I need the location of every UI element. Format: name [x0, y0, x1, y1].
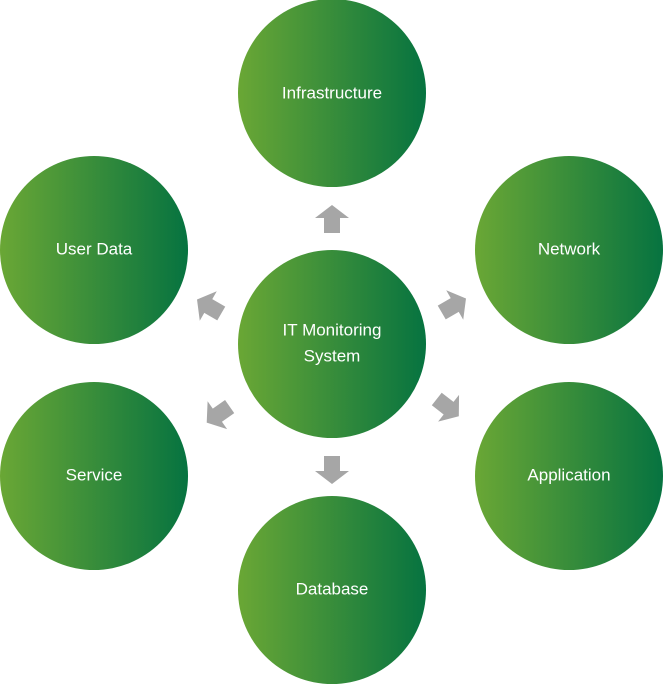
arrow-to-database — [315, 456, 349, 484]
node-network-label: Network — [538, 239, 601, 258]
node-database: Database — [238, 496, 426, 684]
arrow-to-infrastructure — [315, 205, 349, 233]
arrow-to-user-data — [188, 284, 230, 329]
center-node: IT Monitoring System — [238, 250, 426, 438]
node-infrastructure-label: Infrastructure — [282, 83, 382, 102]
center-label-line2: System — [304, 346, 361, 365]
node-database-label: Database — [296, 579, 369, 598]
node-application-label: Application — [527, 465, 610, 484]
node-user-data: User Data — [0, 156, 188, 344]
arrow-to-network — [433, 283, 475, 328]
node-network: Network — [475, 156, 663, 344]
node-user-data-label: User Data — [56, 239, 133, 258]
center-label-line1: IT Monitoring — [283, 320, 382, 339]
arrow-to-service — [196, 392, 240, 437]
node-application: Application — [475, 382, 663, 570]
arrow-to-application — [426, 385, 470, 430]
node-service-label: Service — [66, 465, 123, 484]
node-infrastructure: Infrastructure — [238, 0, 426, 187]
node-service: Service — [0, 382, 188, 570]
